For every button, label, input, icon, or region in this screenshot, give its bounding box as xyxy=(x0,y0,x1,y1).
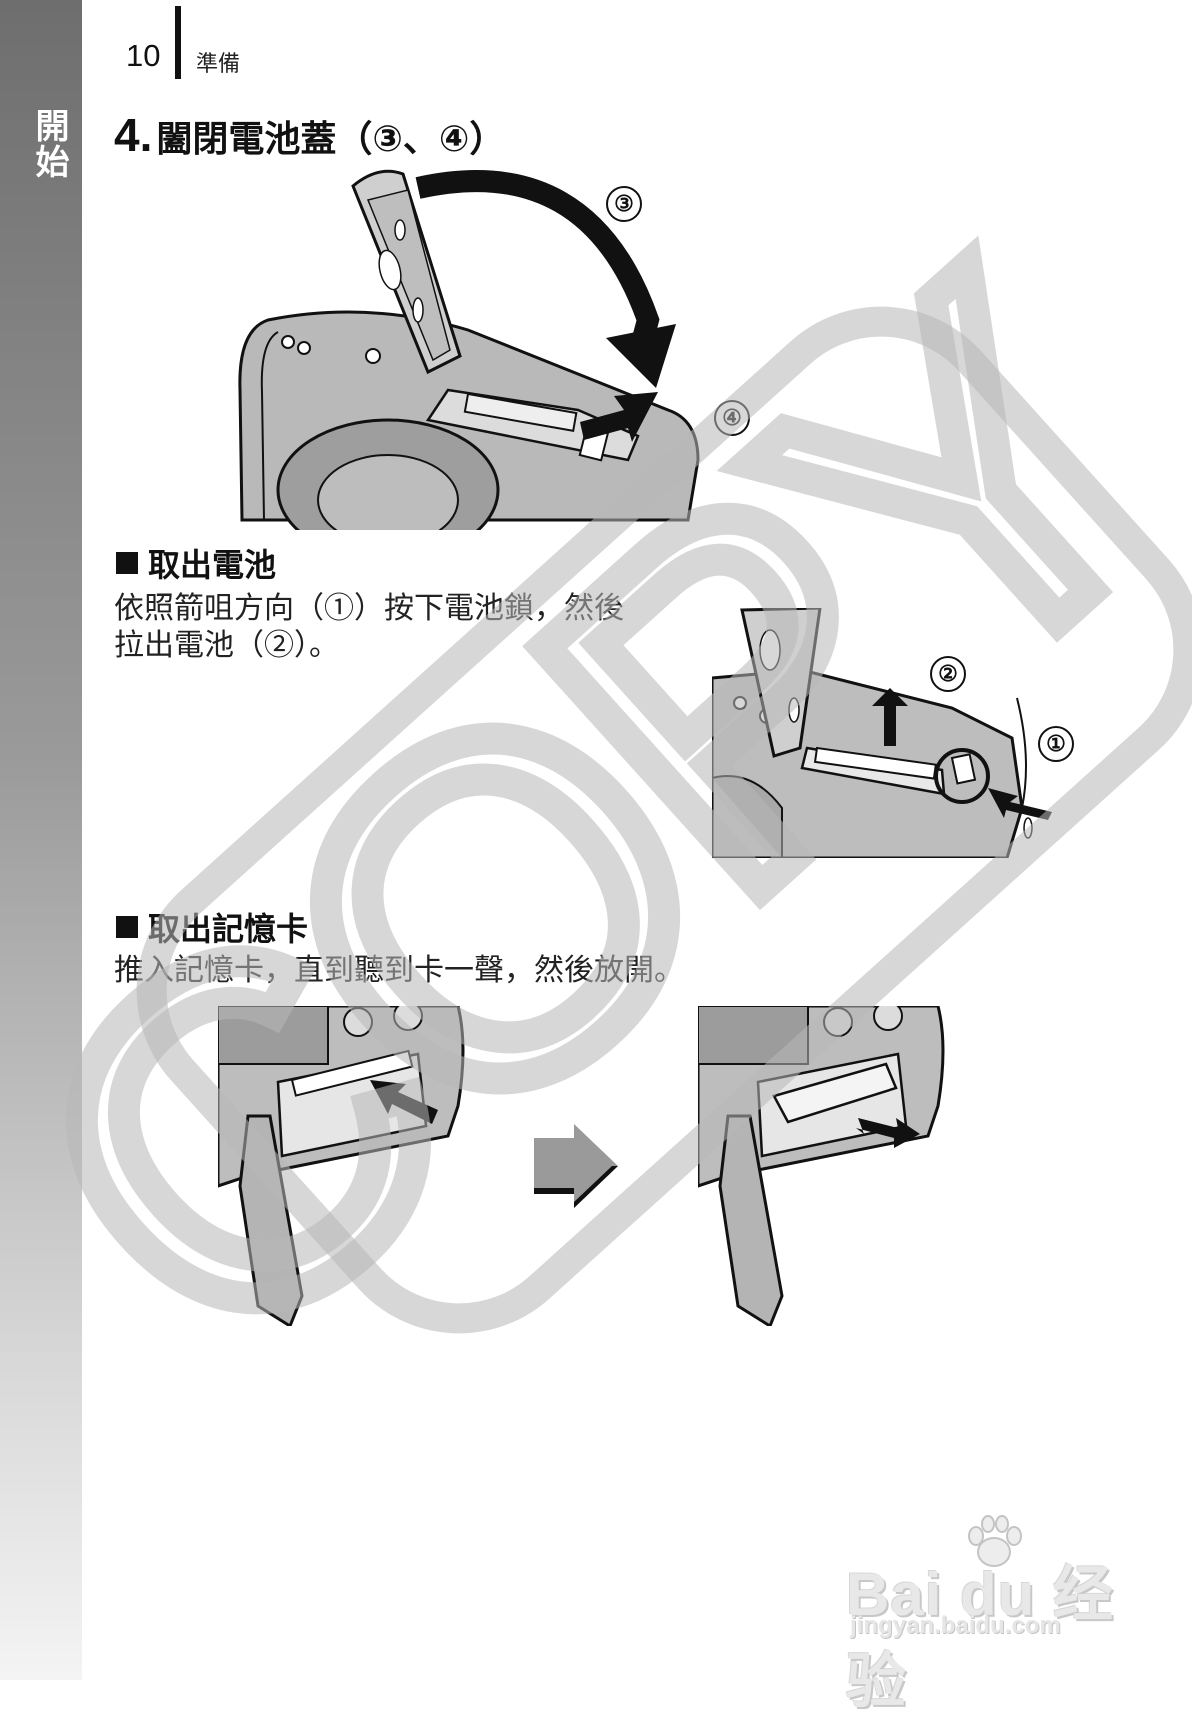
chapter-label: 開始 xyxy=(29,108,69,180)
paw-logo-icon xyxy=(968,1515,1022,1567)
watermark-text: COPY xyxy=(0,188,1192,1446)
step-4-title: 4.闔閉電池蓋（③、④） xyxy=(114,108,505,162)
step-number: 4. xyxy=(114,109,153,161)
next-step-arrow-icon xyxy=(534,1124,618,1208)
remove-battery-line-2: 拉出電池（②）。 xyxy=(114,628,339,663)
square-bullet-icon xyxy=(116,552,138,574)
label-circle-2: ② xyxy=(930,656,966,692)
push-card-illustration xyxy=(218,1006,465,1326)
label-circle-3: ③ xyxy=(606,186,642,222)
close-battery-cover-illustration xyxy=(238,169,700,530)
logo-url: jingyan.baidu.com xyxy=(850,1612,1061,1639)
remove-card-text: 推入記憶卡，直到聽到卡一聲，然後放開。 xyxy=(114,953,684,988)
chapter-sidebar: 開始 xyxy=(0,0,82,1680)
baidu-jingyan-logo: Bai du 经验 jingyan.baidu.com xyxy=(846,1515,1126,1715)
remove-battery-heading-text: 取出電池 xyxy=(148,546,277,584)
label-circle-1: ① xyxy=(1038,726,1074,762)
copy-watermark: COPY xyxy=(0,172,1192,1462)
remove-battery-illustration xyxy=(712,608,1052,858)
header-divider xyxy=(175,6,181,79)
remove-battery-heading: 取出電池 xyxy=(116,540,276,586)
section-title: 準備 xyxy=(196,52,241,77)
page-number: 10 xyxy=(126,38,161,73)
step-title-text: 闔閉電池蓋（③、④） xyxy=(156,119,506,160)
square-bullet-icon xyxy=(116,916,138,938)
remove-battery-text: 依照箭咀方向（①）按下電池鎖，然後 拉出電池（②）。 xyxy=(114,590,624,664)
